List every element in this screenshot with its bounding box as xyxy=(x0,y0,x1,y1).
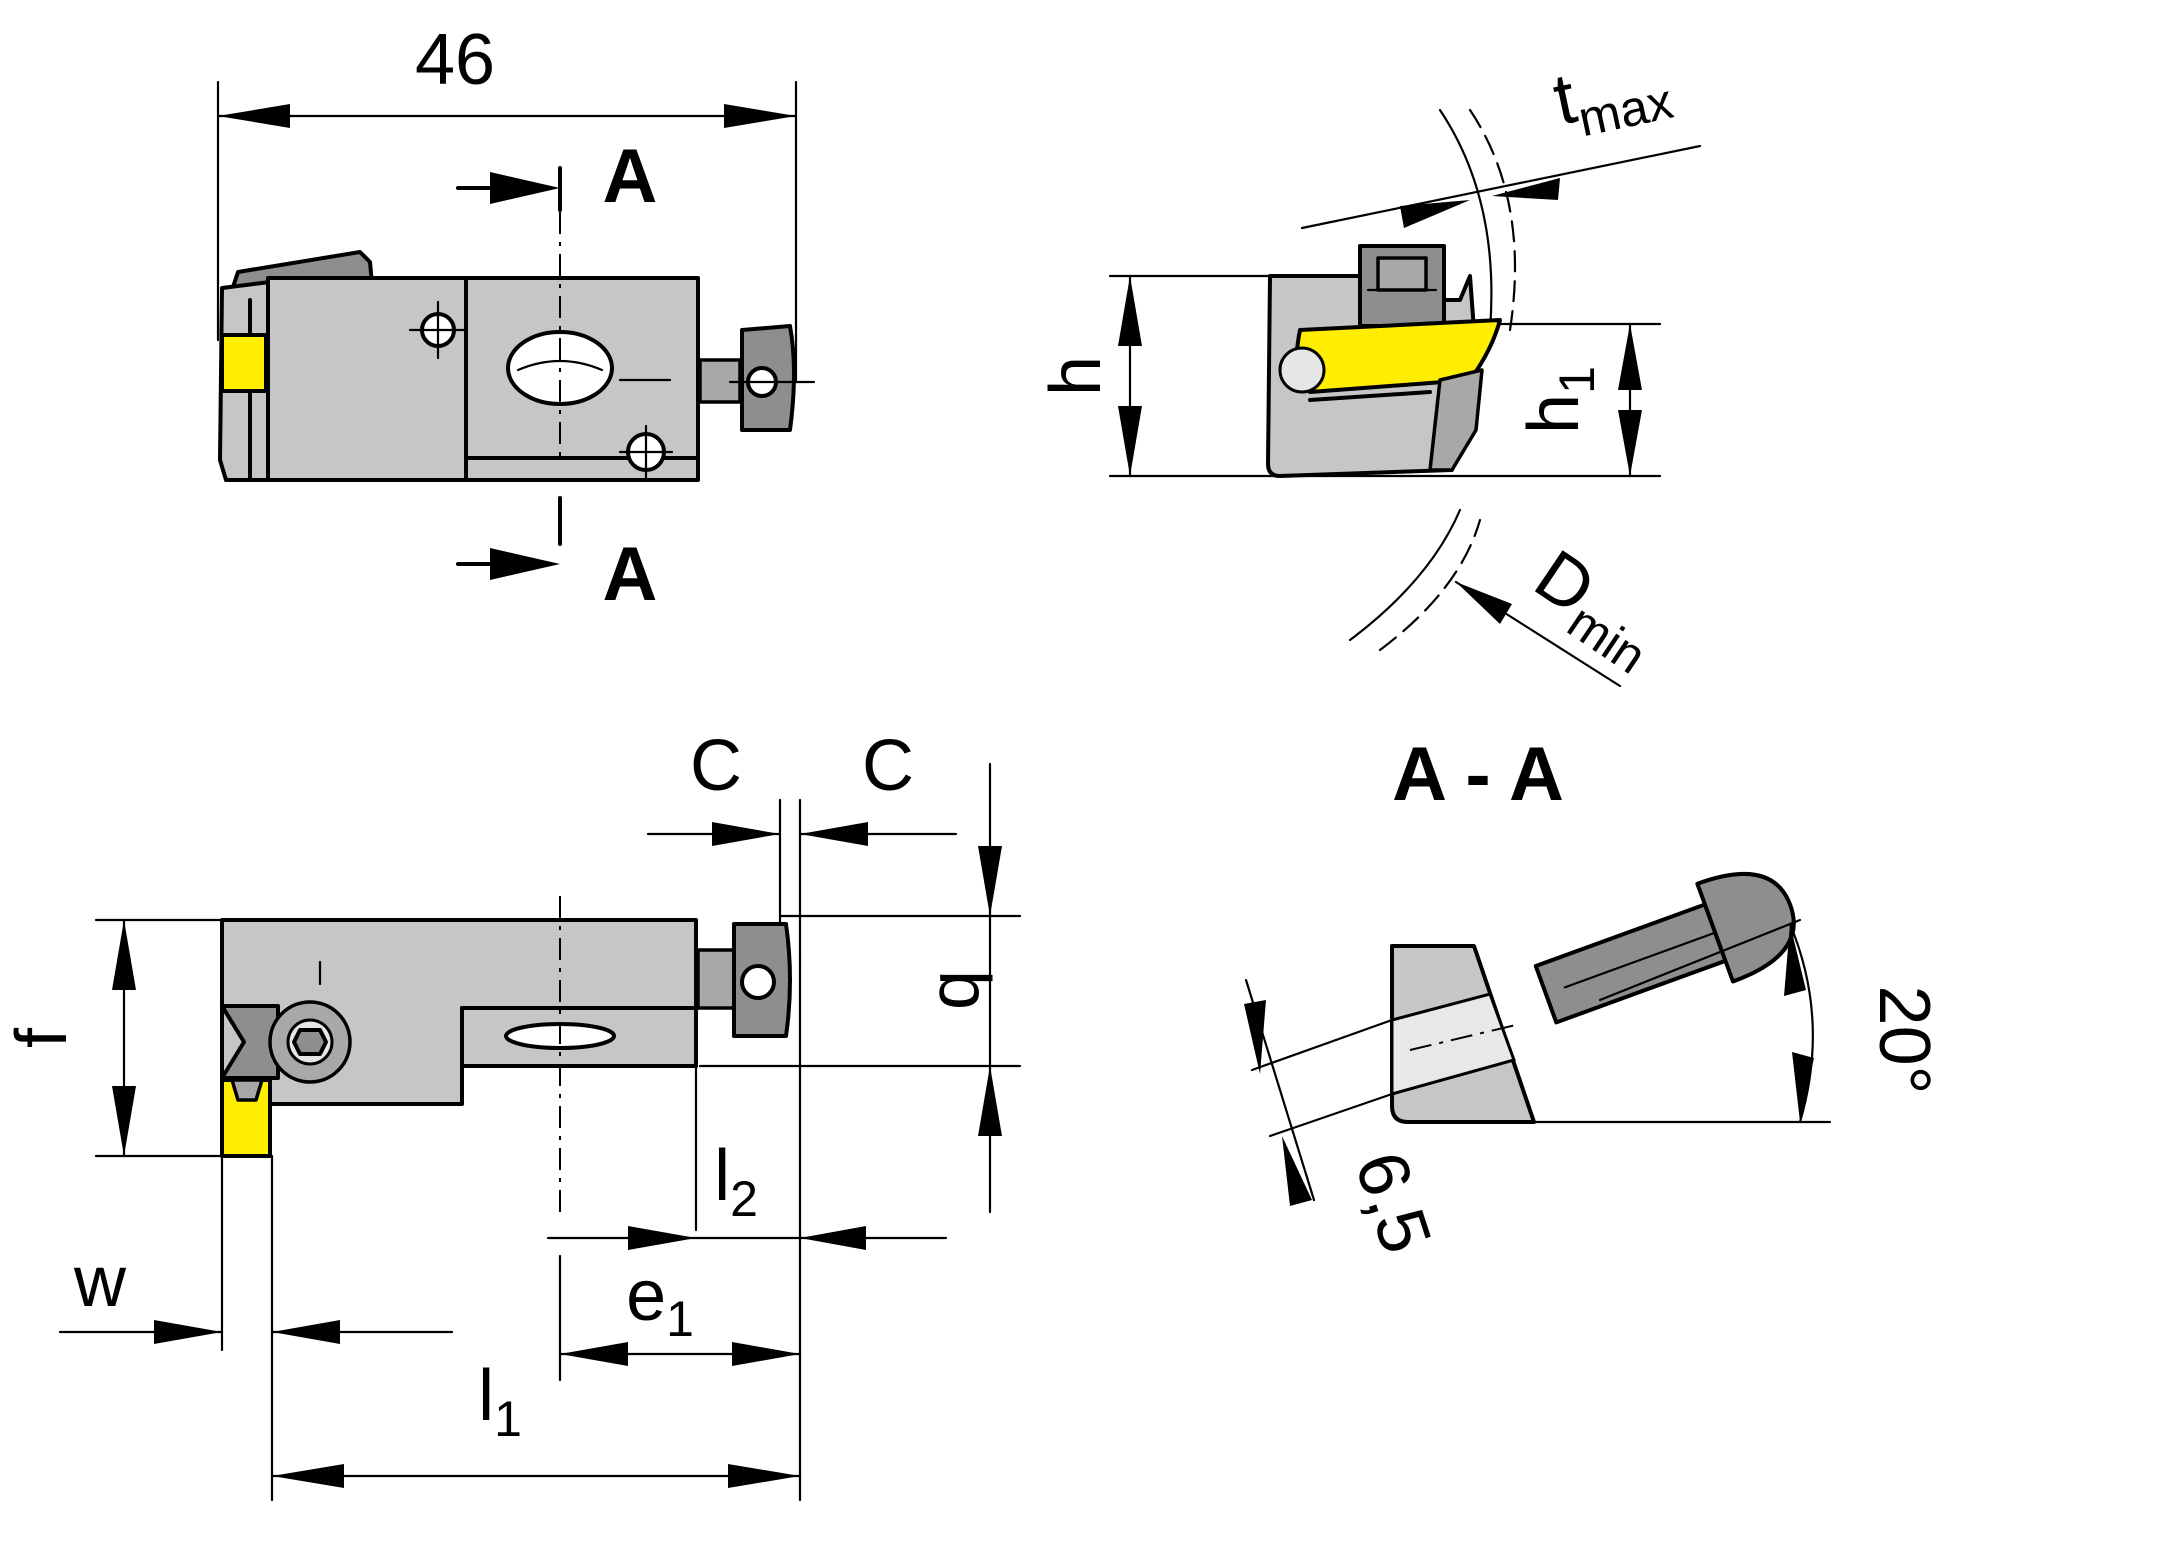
w-label: w xyxy=(73,1242,127,1322)
c-label-right: C xyxy=(862,726,914,806)
c-label-left: C xyxy=(690,726,742,806)
side-view: C C b f xyxy=(2,726,1022,1502)
dim-6-5-label: 6,5 xyxy=(1339,1143,1446,1263)
wedge-detail-view: 20° 6,5 xyxy=(1244,871,1944,1263)
f-label: f xyxy=(2,1027,82,1048)
dimension-46-label: 46 xyxy=(415,20,495,100)
angle-20-label: 20° xyxy=(1864,986,1944,1095)
insert-top-view xyxy=(220,333,268,393)
d-min-label: Dmin xyxy=(1515,535,1676,685)
h-label: h xyxy=(1036,356,1116,396)
l2-label: l2 xyxy=(714,1136,758,1227)
section-marker-top: A xyxy=(603,134,658,219)
e1-label: e1 xyxy=(626,1256,694,1347)
section-marker-bottom: A xyxy=(603,532,658,617)
b-label: b xyxy=(924,970,1004,1010)
section-view: tmax h h1 Dmin A - A xyxy=(1036,39,1702,817)
h1-label: h1 xyxy=(1514,366,1605,434)
l1-label: l1 xyxy=(478,1356,522,1447)
section-title: A - A xyxy=(1392,732,1564,817)
top-view: 46 A A xyxy=(216,20,816,617)
t-max-label: tmax xyxy=(1547,39,1678,152)
